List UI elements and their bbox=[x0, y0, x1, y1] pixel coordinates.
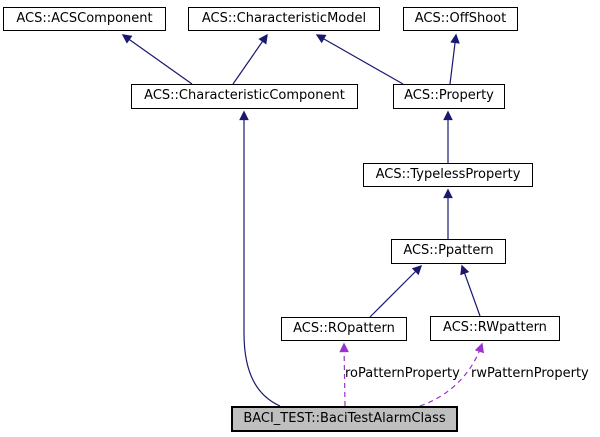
node-acs-acscomponent[interactable]: ACS::ACSComponent bbox=[3, 7, 166, 31]
usage-edge-rwpatternproperty bbox=[419, 342, 484, 407]
inheritance-edge-characteristiccomponent-to-acscomponent bbox=[121, 34, 193, 85]
node-acs-offshoot[interactable]: ACS::OffShoot bbox=[403, 7, 518, 31]
node-acs-rwpattern[interactable]: ACS::RWpattern bbox=[430, 316, 560, 341]
inheritance-edge-rwpattern-to-ppattern bbox=[460, 264, 481, 317]
node-acs-characteristicmodel[interactable]: ACS::CharacteristicModel bbox=[188, 7, 380, 31]
edge-label-ropatternproperty: roPatternProperty bbox=[345, 366, 460, 381]
inheritance-edge-property-to-characteristicmodel bbox=[315, 34, 404, 85]
inheritance-edge-bacitestalarmclass-to-characteristiccomponent bbox=[239, 110, 281, 407]
inheritance-edge-ropattern-to-ppattern bbox=[369, 264, 423, 318]
node-baci-test-bacitestalarmclass: BACI_TEST::BaciTestAlarmClass bbox=[231, 406, 458, 432]
node-acs-property[interactable]: ACS::Property bbox=[393, 84, 505, 109]
inheritance-edge-property-to-offshoot bbox=[449, 33, 460, 85]
inheritance-edge-characteristiccomponent-to-characteristicmodel bbox=[232, 33, 268, 85]
node-acs-typelessproperty[interactable]: ACS::TypelessProperty bbox=[363, 163, 533, 187]
node-acs-ropattern[interactable]: ACS::ROpattern bbox=[281, 317, 407, 341]
node-acs-ppattern[interactable]: ACS::Ppattern bbox=[391, 239, 506, 264]
usage-edge-ropatternproperty bbox=[339, 342, 349, 407]
edge-label-rwpatternproperty: rwPatternProperty bbox=[471, 366, 589, 381]
node-acs-characteristiccomponent[interactable]: ACS::CharacteristicComponent bbox=[131, 84, 358, 109]
